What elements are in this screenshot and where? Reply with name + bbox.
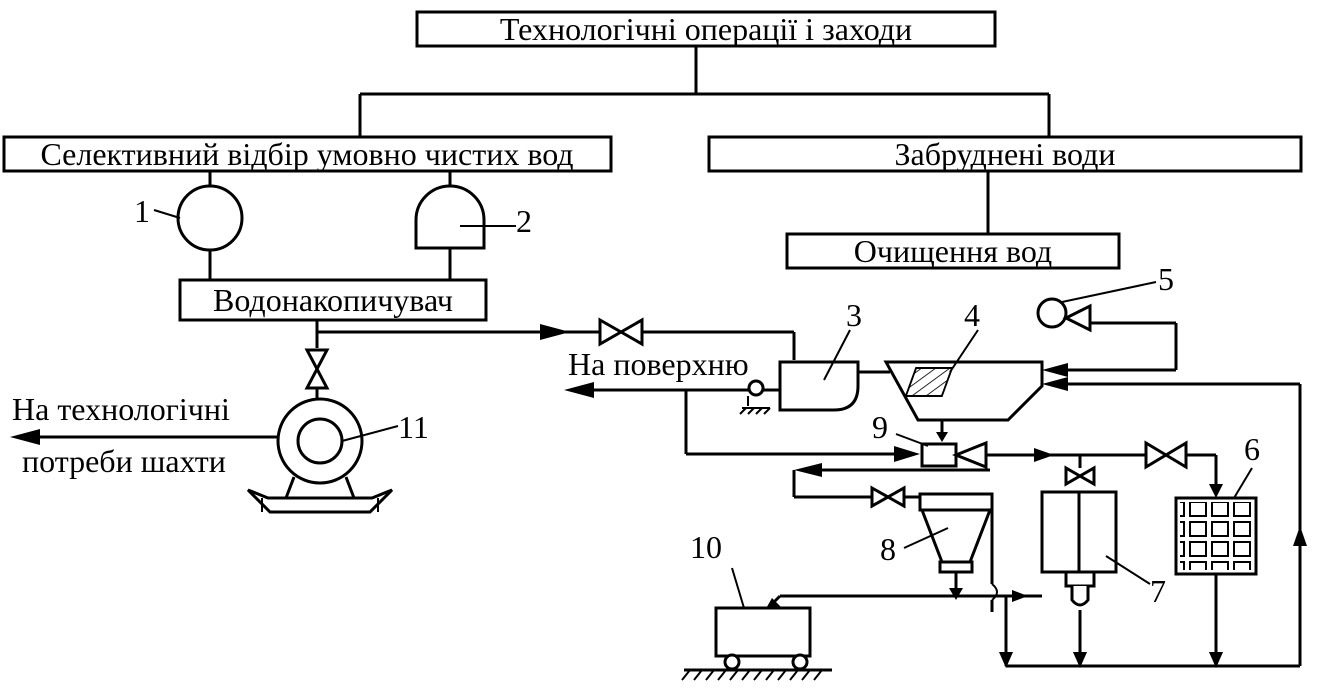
label-9: 9 xyxy=(872,409,888,445)
label-6: 6 xyxy=(1244,431,1260,467)
pipe-to-surface xyxy=(564,379,780,415)
label-7: 7 xyxy=(1150,573,1166,609)
label-5: 5 xyxy=(1158,261,1174,297)
valve-filter-7 xyxy=(1064,465,1096,487)
small-pump xyxy=(747,379,765,397)
surface-label: На поверхню xyxy=(568,346,749,382)
right-branch-box: Забруднені води xyxy=(707,135,1303,173)
pump-11: 11 xyxy=(10,397,429,514)
valve-filter-6 xyxy=(1144,440,1188,470)
label-2: 2 xyxy=(516,203,532,239)
label-8: 8 xyxy=(880,531,896,567)
top-title: Технологічні операції і заходи xyxy=(500,11,912,47)
pipe-to-ejector xyxy=(684,390,920,462)
left-branch-title: Селективний відбір умовно чистих вод xyxy=(40,136,573,172)
right-branch-title: Забруднені води xyxy=(894,136,1115,172)
tech-needs-line2: потреби шахти xyxy=(22,443,226,479)
valve-hydrocyclone xyxy=(870,485,906,509)
pipe-accumulator-to-tank xyxy=(315,317,796,360)
label-11: 11 xyxy=(398,409,429,445)
pipe-accumulator-to-pump xyxy=(304,332,330,400)
label-4: 4 xyxy=(964,297,980,333)
top-box: Технологічні операції і заходи xyxy=(415,10,997,48)
cleaning-title: Очищення вод xyxy=(854,233,1052,269)
outlet-lines xyxy=(999,574,1223,668)
cleaning-box: Очищення вод xyxy=(785,232,1121,270)
left-branch-box: Селективний відбір умовно чистих вод xyxy=(2,135,613,173)
source-1: 1 xyxy=(134,171,244,280)
cart-10: 10 xyxy=(681,529,832,681)
filter-7: 7 xyxy=(1040,490,1166,609)
tank-3: 3 xyxy=(778,297,862,412)
label-3: 3 xyxy=(846,297,862,333)
pipe-to-hydrocyclone xyxy=(792,463,990,509)
valve-top xyxy=(598,317,644,347)
hierarchy-connectors xyxy=(358,46,1051,234)
tech-needs-line1: На технологічні xyxy=(12,391,230,427)
label-1: 1 xyxy=(134,193,150,229)
source-2: 2 xyxy=(414,171,532,280)
accumulator-title: Водонакопичувач xyxy=(213,282,453,318)
return-line xyxy=(1006,377,1307,668)
pipe-ejector-to-filters xyxy=(986,440,1223,498)
label-10: 10 xyxy=(690,529,722,565)
accumulator-box: Водонакопичувач xyxy=(178,278,488,322)
valve-pump xyxy=(304,348,330,390)
filter-6: 6 xyxy=(1174,431,1260,576)
settler-4: 4 xyxy=(883,297,1044,442)
hydrocyclone-8: 8 xyxy=(880,492,998,612)
pump-5: 5 xyxy=(1036,261,1178,377)
